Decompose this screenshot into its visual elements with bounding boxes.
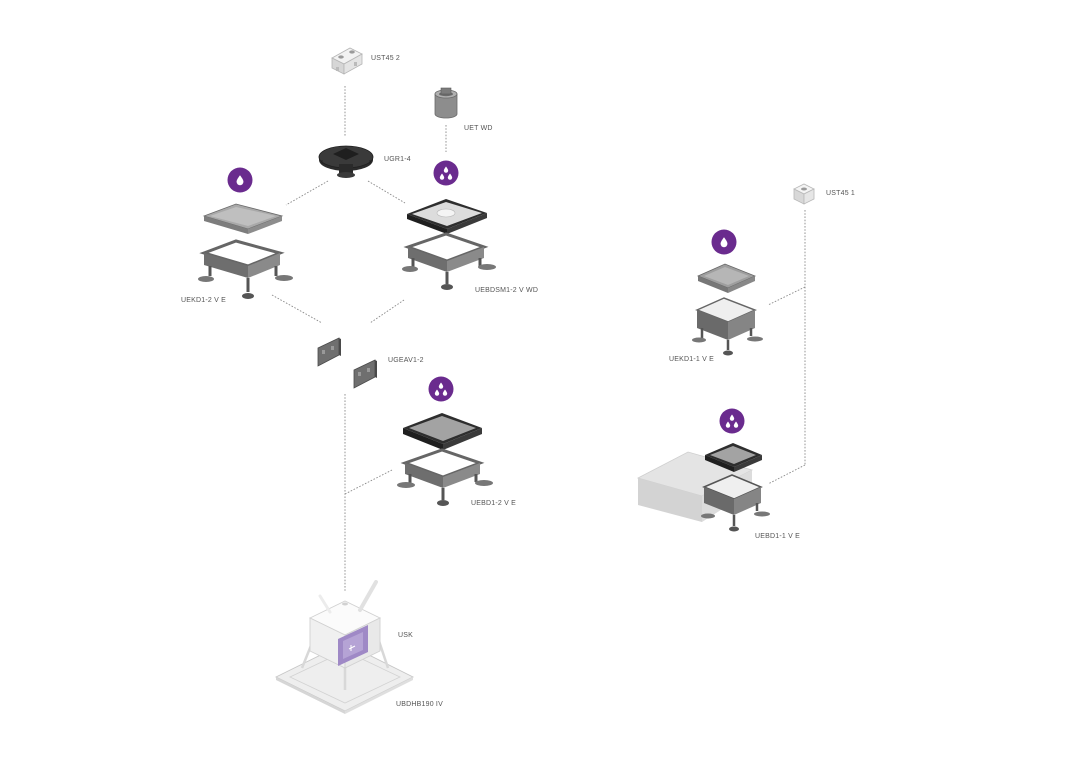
connector-lines — [271, 86, 806, 592]
label-uebd1-2: UEBD1-2 V E — [471, 500, 516, 507]
label-uekd1-1: UEKD1-1 V E — [669, 356, 714, 363]
label-ust45-2: UST45 2 — [371, 55, 401, 62]
label-uet-wd: UET WD — [464, 125, 493, 132]
triple-water-drop-icon — [433, 160, 459, 186]
usk-ubdhb190-product — [274, 580, 415, 714]
label-ugr1-4: UGR1-4 — [384, 156, 411, 163]
ust45-1-product — [793, 183, 815, 205]
ugr1-4-product — [318, 145, 374, 178]
triple-water-drop-icon — [428, 376, 454, 402]
label-ugeav1-2: UGEAV1-2 — [388, 357, 424, 364]
ust45-2-product — [331, 47, 363, 75]
triple-water-drop-icon — [719, 408, 745, 434]
uebd1-2-product — [397, 413, 493, 506]
label-usk: USK — [398, 632, 413, 639]
uekd1-2-product — [198, 203, 293, 299]
uekd1-1-product — [692, 263, 763, 356]
water-drop-icon — [227, 167, 253, 193]
label-ust45-1: UST45 1 — [826, 190, 856, 197]
uebd1-1-product — [636, 443, 770, 532]
label-uebd1-1: UEBD1-1 V E — [755, 533, 800, 540]
label-uebdsm1-2: UEBDSM1-2 V WD — [475, 287, 539, 294]
ugeav1-2-product — [317, 337, 377, 389]
label-ubdhb190: UBDHB190 IV — [396, 701, 443, 708]
label-uekd1-2: UEKD1-2 V E — [181, 297, 226, 304]
water-drop-icon — [711, 229, 737, 255]
uet-wd-product — [434, 87, 458, 119]
uebdsm1-2-product — [402, 199, 496, 290]
